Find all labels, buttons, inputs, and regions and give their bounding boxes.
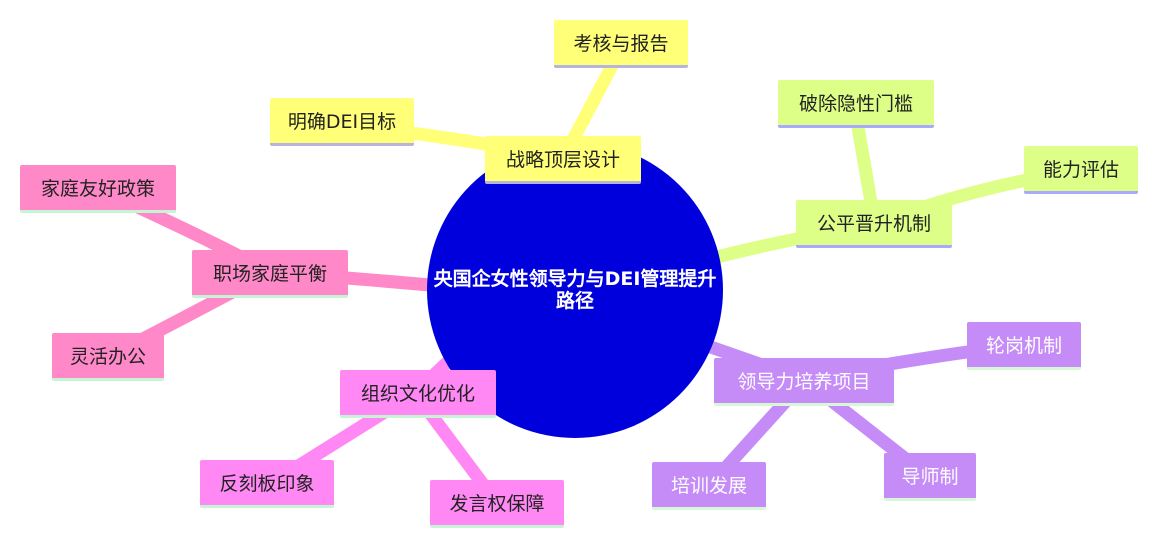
node-balance[interactable]: 职场家庭平衡: [192, 250, 348, 298]
node-leadership[interactable]: 领导力培养项目: [714, 358, 894, 406]
node-kaohe-baogao[interactable]: 考核与报告: [554, 20, 688, 68]
root-node[interactable]: [427, 142, 723, 438]
node-daoshi[interactable]: 导师制: [884, 453, 976, 501]
node-fayanquan[interactable]: 发言权保障: [430, 480, 564, 528]
node-promotion[interactable]: 公平晋升机制: [796, 200, 952, 248]
node-strategy[interactable]: 战略顶层设计: [485, 136, 641, 184]
node-lungang[interactable]: 轮岗机制: [967, 322, 1081, 370]
node-fan-kebanyin[interactable]: 反刻板印象: [200, 460, 334, 508]
root-title: 央国企女性领导力与DEI管理提升路径: [433, 268, 717, 312]
node-nengli-pinggu[interactable]: 能力评估: [1024, 146, 1138, 194]
node-linghuo-bangong[interactable]: 灵活办公: [52, 333, 164, 381]
node-culture[interactable]: 组织文化优化: [340, 370, 496, 418]
node-pochu-menkan[interactable]: 破除隐性门槛: [778, 80, 934, 128]
node-jiating-youhao[interactable]: 家庭友好政策: [20, 165, 176, 213]
node-mingque-mubiao[interactable]: 明确DEI目标: [270, 98, 414, 146]
node-peixun[interactable]: 培训发展: [652, 462, 766, 510]
